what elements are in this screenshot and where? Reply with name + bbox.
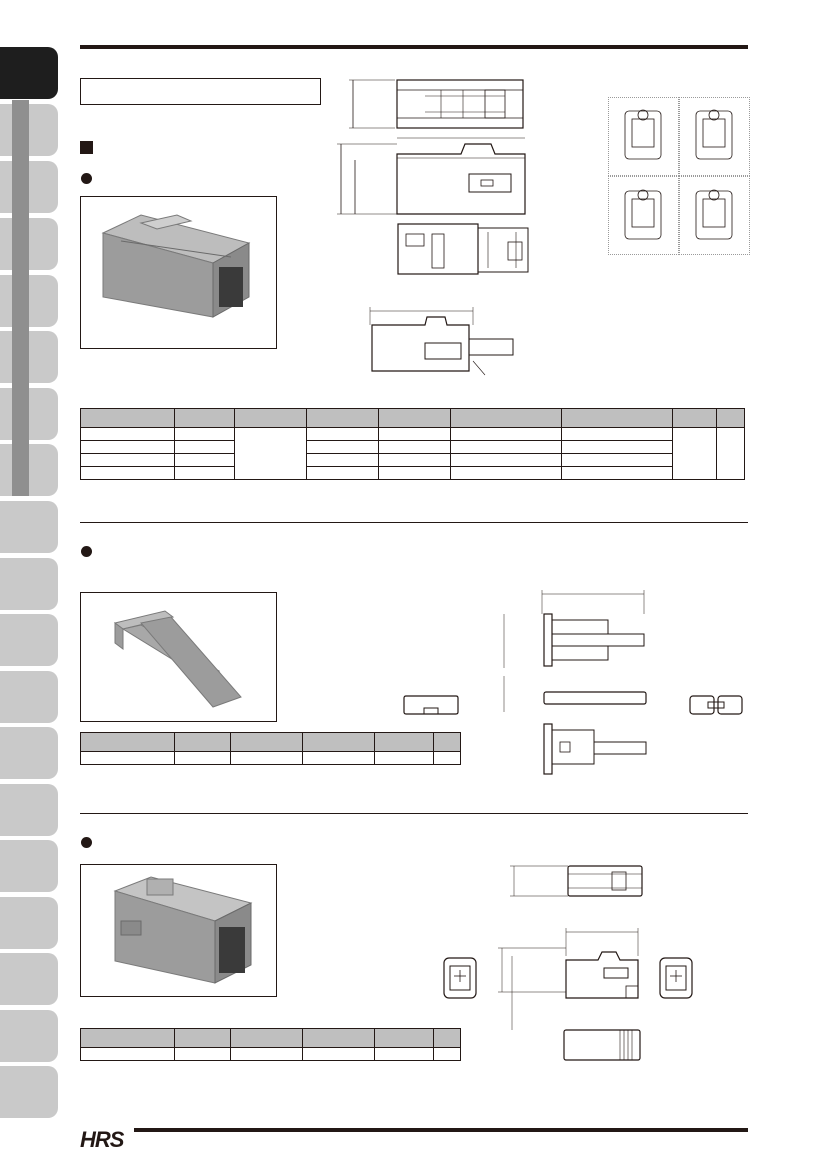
side-tab-11[interactable] — [0, 614, 58, 666]
square-bullet-icon — [80, 141, 93, 154]
side-tab-18[interactable] — [0, 1010, 58, 1062]
plug-top-view-drawing — [337, 79, 526, 215]
table-row — [80, 427, 745, 480]
table-header-row — [80, 408, 745, 428]
title-box — [80, 78, 321, 105]
table-row — [80, 440, 745, 454]
side-tab-2[interactable] — [0, 104, 58, 156]
retainer-photo — [80, 592, 277, 722]
side-tab-12[interactable] — [0, 671, 58, 723]
plug-bottom-view-drawing — [397, 223, 529, 275]
side-tab-4[interactable] — [0, 218, 58, 270]
header-rule — [80, 45, 748, 49]
round-bullet-icon — [81, 837, 92, 848]
plug-spec-table — [80, 408, 745, 480]
receptacle-side-view-drawing — [498, 928, 639, 1030]
side-tab-6[interactable] — [0, 331, 58, 383]
round-bullet-icon — [81, 546, 92, 557]
plug-photo-illustration — [101, 214, 251, 318]
side-tab-7[interactable] — [0, 388, 58, 440]
plug-with-wire-drawing — [369, 307, 514, 376]
side-tab-19[interactable] — [0, 1066, 58, 1118]
side-tab-5[interactable] — [0, 275, 58, 327]
side-tab-15[interactable] — [0, 840, 58, 892]
pin-layout-cell — [679, 176, 750, 255]
receptacle-top-view-drawing — [510, 865, 643, 897]
side-tab-3[interactable] — [0, 161, 58, 213]
pin-layout-cell — [608, 176, 679, 255]
pin-layout-cell — [679, 97, 750, 176]
side-tab-14[interactable] — [0, 784, 58, 836]
round-bullet-icon — [81, 173, 92, 184]
retainer-front-icon-drawing — [403, 695, 459, 715]
retainer-photo-illustration — [113, 610, 242, 708]
side-tab-16[interactable] — [0, 897, 58, 949]
table-row — [80, 1047, 461, 1061]
receptacle-photo — [80, 864, 277, 997]
plug-photo — [80, 196, 277, 349]
side-tab-17[interactable] — [0, 953, 58, 1005]
retainer-end-icon-drawing — [689, 695, 743, 715]
side-tab-active-strip — [12, 100, 29, 496]
section-divider — [80, 522, 748, 523]
footer-rule — [134, 1128, 748, 1132]
side-tab-8[interactable] — [0, 444, 58, 496]
receptacle-photo-illustration — [113, 876, 253, 984]
table-header-row — [80, 732, 461, 752]
side-tab-13[interactable] — [0, 727, 58, 779]
hrs-logo: HRS — [80, 1127, 124, 1152]
table-row — [80, 466, 745, 480]
section-divider — [80, 813, 748, 814]
side-tab-9[interactable] — [0, 501, 58, 553]
retainer-side-view-drawing — [503, 590, 647, 775]
receptacle-rear-view-drawing — [659, 957, 693, 999]
receptacle-spec-table — [80, 1028, 461, 1061]
pin-layout-shapes — [624, 109, 733, 240]
pin-layout-cell — [608, 97, 679, 176]
side-tab-1[interactable] — [0, 47, 58, 99]
side-tab-10[interactable] — [0, 558, 58, 610]
retainer-spec-table — [80, 732, 461, 765]
table-row — [80, 453, 745, 467]
receptacle-front-view-drawing — [443, 957, 477, 999]
table-header-row — [80, 1028, 461, 1048]
table-row — [80, 751, 461, 765]
receptacle-bottom-view-drawing — [563, 1029, 641, 1061]
